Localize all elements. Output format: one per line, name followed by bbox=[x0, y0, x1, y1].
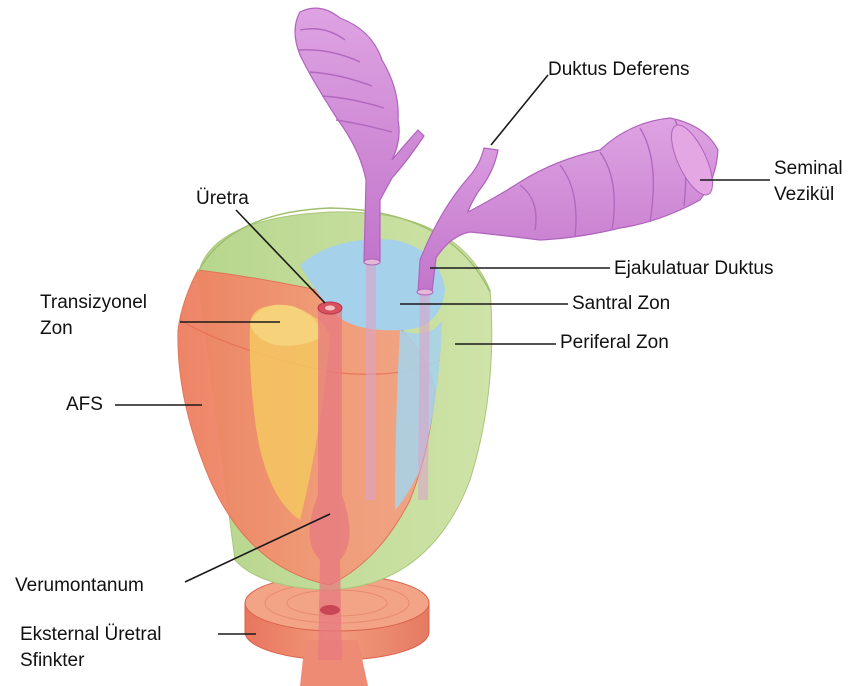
label-transizyonel-zon-line1: Transizyonel bbox=[40, 290, 147, 316]
label-ejakulatuar-duktus: Ejakulatuar Duktus bbox=[614, 256, 773, 282]
label-duktus-deferens: Duktus Deferens bbox=[548, 57, 690, 83]
label-sphincter-line1: Eksternal Üretral bbox=[20, 622, 162, 648]
label-afs: AFS bbox=[66, 392, 103, 418]
label-seminal-vezikul-line1: Seminal bbox=[774, 156, 843, 182]
label-seminal-vezikul: Seminal Vezikül bbox=[774, 156, 843, 208]
label-periferal-zon: Periferal Zon bbox=[560, 330, 669, 356]
label-eksternal-uretral-sfinkter: Eksternal Üretral Sfinkter bbox=[20, 622, 162, 674]
label-seminal-vezikul-line2: Vezikül bbox=[774, 182, 843, 208]
label-santral-zon: Santral Zon bbox=[572, 291, 670, 317]
label-transizyonel-zon: Transizyonel Zon bbox=[40, 290, 147, 342]
label-transizyonel-zon-line2: Zon bbox=[40, 316, 147, 342]
label-sphincter-line2: Sfinkter bbox=[20, 648, 162, 674]
label-verumontanum: Verumontanum bbox=[15, 573, 144, 599]
label-uretra: Üretra bbox=[196, 186, 249, 212]
leader-line-duktus-deferens bbox=[491, 75, 548, 145]
